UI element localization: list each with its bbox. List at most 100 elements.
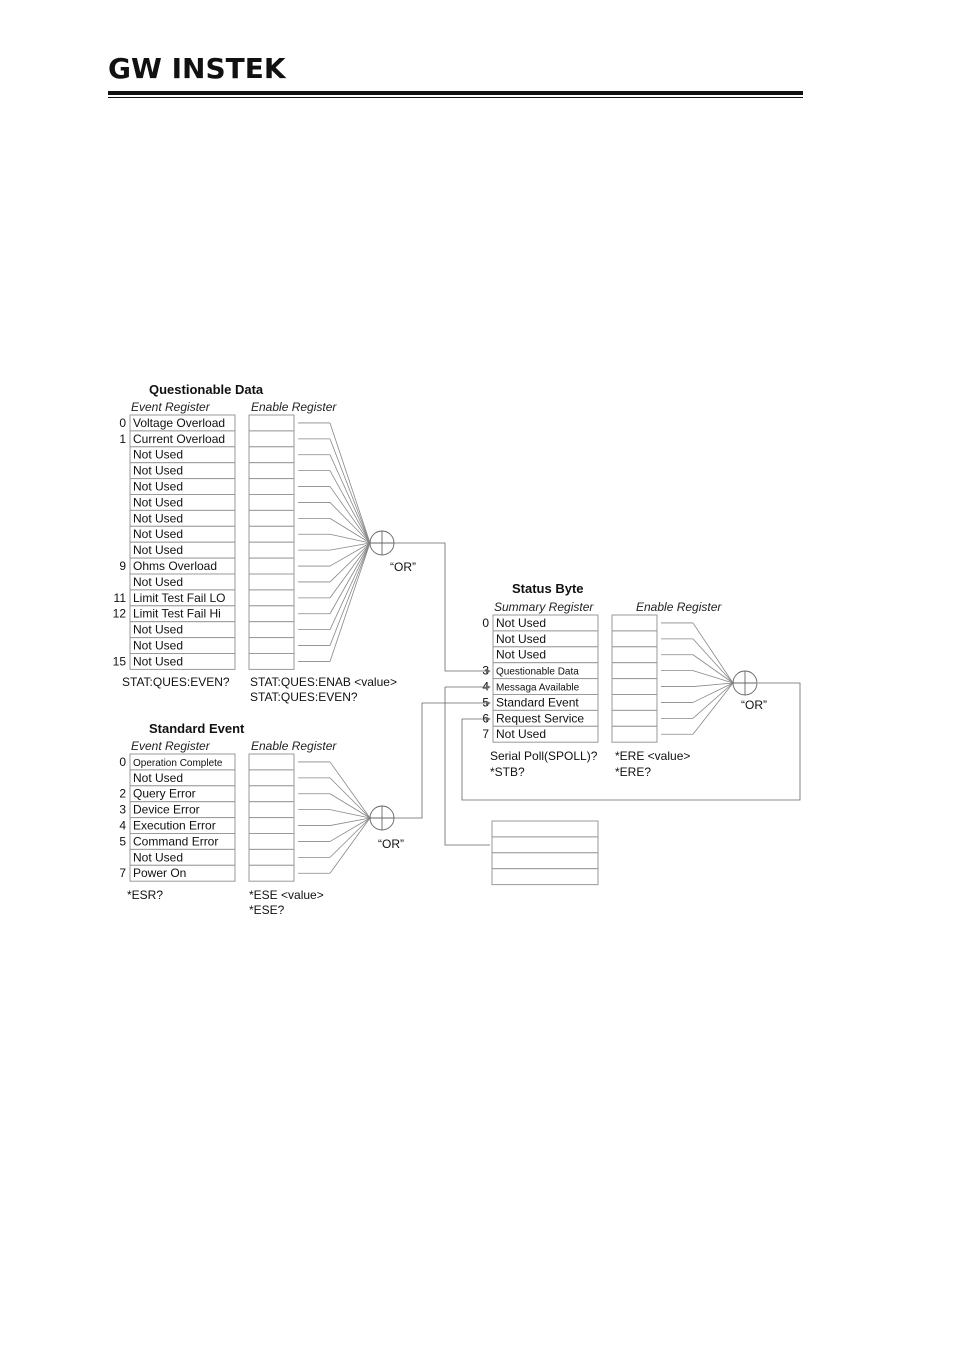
status-bit-number: 4	[482, 680, 489, 694]
standard-enable-cell	[248, 833, 295, 850]
questionable-row: Not Used	[129, 542, 371, 639]
standard-fan-line	[329, 761, 371, 819]
questionable-fan-line	[329, 422, 371, 544]
page-header: GW INSTEK	[0, 0, 954, 110]
standard-or-gate-icon	[369, 805, 395, 831]
status-bit-number: 0	[482, 616, 489, 630]
questionable-bit-number: 9	[119, 559, 126, 573]
questionable-fan-line	[329, 542, 371, 599]
standard-enable-cell	[248, 785, 295, 803]
questionable-enable-cell	[248, 605, 295, 623]
standard-row: Not Used	[129, 769, 371, 819]
output-queue-cell	[491, 868, 599, 886]
questionable-fan-line	[329, 542, 371, 614]
standard-enable-label: Enable Register	[251, 739, 337, 753]
standard-event-label: Event Register	[131, 739, 211, 753]
questionable-enable-cell	[248, 621, 295, 639]
questionable-bit-label: Not Used	[133, 639, 183, 653]
questionable-event-label: Event Register	[131, 400, 211, 414]
std-to-status-line	[394, 700, 491, 819]
questionable-title: Questionable Data	[149, 382, 264, 397]
ques-to-status-line	[394, 542, 491, 674]
questionable-fan-line	[329, 542, 371, 630]
status-bit-label: Not Used	[496, 632, 546, 646]
status-row: Not Used	[492, 646, 734, 684]
output-queue-cell	[491, 852, 599, 870]
status-enable-cell	[611, 709, 658, 727]
status-enable-label: Enable Register	[636, 600, 722, 614]
standard-enable-cmd-2: *ESE?	[249, 903, 285, 917]
questionable-fan-line	[329, 518, 371, 544]
status-fan-line	[692, 638, 734, 684]
questionable-bit-label: Limit Test Fail Hi	[133, 607, 221, 621]
questionable-row: 15 Not Used	[113, 542, 371, 670]
questionable-bit-label: Not Used	[133, 575, 183, 589]
standard-row: 4 Execution Error	[119, 817, 371, 834]
standard-fan-line	[329, 817, 371, 858]
status-row: Not Used	[492, 630, 734, 684]
status-summary-cmd-1: Serial Poll(SPOLL)?	[490, 749, 598, 763]
questionable-bit-label: Not Used	[133, 543, 183, 557]
output-queue-cell	[491, 820, 599, 838]
status-enable-cell	[611, 630, 658, 648]
questionable-bit-label: Not Used	[133, 480, 183, 494]
questionable-bit-number: 15	[113, 654, 127, 668]
standard-enable-cell	[248, 848, 295, 866]
standard-fan-line	[329, 809, 371, 819]
standard-bit-label: Query Error	[133, 787, 196, 801]
standard-fan-line	[329, 817, 371, 842]
standard-fan-line	[329, 793, 371, 819]
standard-bit-number: 4	[119, 819, 126, 833]
questionable-or-label: “OR”	[390, 560, 416, 574]
questionable-bit-label: Current Overload	[133, 432, 225, 446]
standard-enable-cell	[248, 753, 295, 771]
status-fan-line	[692, 622, 734, 684]
standard-bit-label: Operation Complete	[133, 758, 223, 769]
status-row: 4 Messaga Available	[482, 678, 734, 695]
questionable-fan-line	[329, 542, 371, 551]
status-enable-cell	[611, 725, 658, 743]
questionable-bit-label: Not Used	[133, 511, 183, 525]
standard-bit-label: Command Error	[133, 834, 218, 848]
questionable-bit-label: Not Used	[133, 464, 183, 478]
standard-bit-label: Execution Error	[133, 819, 216, 833]
questionable-row: Not Used	[129, 525, 371, 544]
questionable-enable-cell	[248, 557, 295, 575]
standard-bit-number: 7	[119, 866, 126, 880]
questionable-row: Not Used	[129, 509, 371, 544]
standard-bit-number: 5	[119, 834, 126, 848]
questionable-bit-number: 11	[114, 591, 127, 605]
status-fan-line	[692, 682, 734, 735]
status-bit-label: Not Used	[496, 727, 546, 741]
standard-or-label: “OR”	[378, 837, 404, 851]
status-fan-line	[692, 682, 734, 703]
standard-event-cmd: *ESR?	[127, 888, 163, 902]
standard-bit-number: 2	[119, 787, 126, 801]
status-bit-label: Messaga Available	[496, 683, 580, 694]
questionable-bit-label: Ohms Overload	[133, 559, 217, 573]
standard-row: 2 Query Error	[119, 785, 371, 819]
questionable-enable-cell	[248, 478, 295, 496]
questionable-enable-cell	[248, 414, 295, 432]
questionable-enable-label: Enable Register	[251, 400, 337, 414]
status-bit-number: 6	[482, 711, 489, 725]
questionable-enable-cell	[248, 541, 295, 559]
header-rule-thin	[108, 97, 803, 98]
status-bit-label: Questionable Data	[496, 667, 579, 678]
standard-bit-label: Device Error	[133, 803, 200, 817]
standard-enable-cmd-1: *ESE <value>	[249, 888, 324, 902]
questionable-fan-line	[329, 542, 371, 567]
output-queue-cell	[491, 836, 599, 854]
standard-bit-label: Not Used	[133, 771, 183, 785]
questionable-bit-number: 0	[119, 416, 126, 430]
standard-fan-line	[329, 817, 371, 826]
questionable-enable-cell	[248, 446, 295, 464]
questionable-enable-cell	[248, 525, 295, 543]
